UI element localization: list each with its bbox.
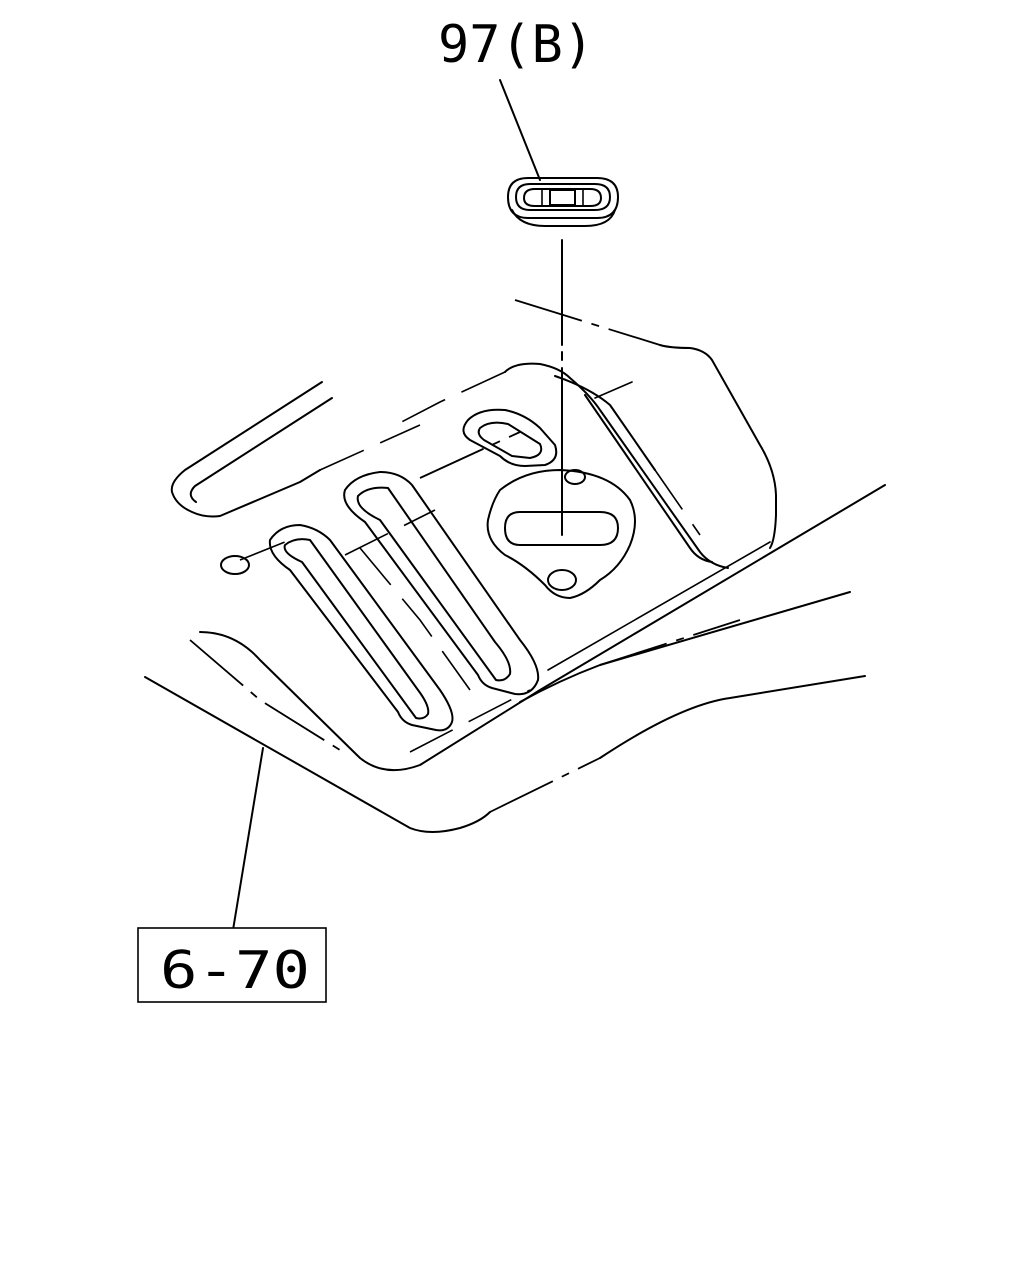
grommet-plug-part[interactable] [507, 177, 619, 227]
reference-leader-line [232, 747, 264, 931]
part-leader-line [499, 79, 541, 181]
part-number-label[interactable]: 97(B) [438, 15, 594, 75]
floor-panel-body [144, 299, 886, 833]
reference-box [137, 927, 327, 1003]
mounting-hole-boss[interactable] [486, 469, 636, 599]
reference-number-label: 6-70 [160, 941, 310, 1001]
reference-callout[interactable]: 6-70 [137, 927, 327, 1003]
pilot-hole[interactable] [220, 555, 250, 575]
